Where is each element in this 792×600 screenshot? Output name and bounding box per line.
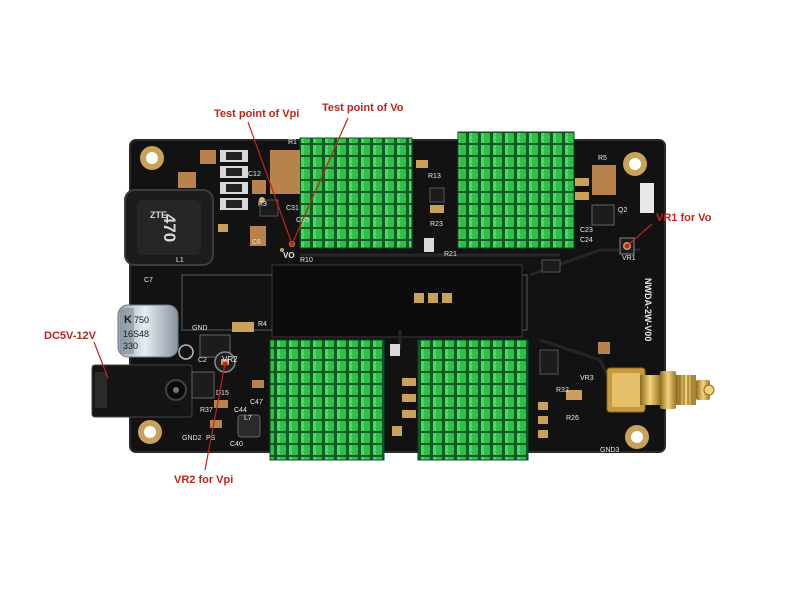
vr2-silk: VR2 <box>222 355 238 364</box>
gnd3-silk: GND3 <box>600 447 620 454</box>
d15-silk: D15 <box>216 390 229 397</box>
r21-silk: R21 <box>444 251 457 258</box>
capacitor-value: 750 <box>134 315 149 325</box>
c40-silk: C40 <box>230 441 243 448</box>
c2-silk: C2 <box>198 357 207 364</box>
r23-silk: R23 <box>430 221 443 228</box>
vr3-silk: VR3 <box>580 375 594 382</box>
inductor-brand: ZTE <box>150 210 167 220</box>
mounting-holes <box>138 146 649 449</box>
r37-silk: R37 <box>200 407 213 414</box>
label-test-point-vpi: Test point of Vpi <box>214 108 300 120</box>
c7-silk: C7 <box>144 277 153 284</box>
r1-silk: R1 <box>288 139 297 146</box>
dc-power-jack <box>91 364 193 418</box>
label-vr1-for-vo: VR1 for Vo <box>656 212 712 224</box>
r10-silk: R10 <box>300 257 313 264</box>
center-pads <box>414 293 452 303</box>
inductor-code: 470 <box>160 214 179 242</box>
c23-silk: C23 <box>580 227 593 234</box>
c44-silk: C44 <box>234 407 247 414</box>
label-test-point-vo: Test point of Vo <box>322 102 404 114</box>
label-dc-input: DC5V-12V <box>44 330 96 342</box>
sma-connector <box>606 367 715 413</box>
heatsink-bottom-left <box>269 339 385 461</box>
capacitor-lot: 16S48 <box>123 329 149 339</box>
gnd-silk: GND <box>192 325 208 332</box>
l1-silk: L1 <box>176 257 184 264</box>
l7-silk: L7 <box>244 415 252 422</box>
capacitor-brand: K <box>124 314 132 326</box>
r4-silk: R4 <box>258 321 267 328</box>
label-vr2-for-vpi: VR2 for Vpi <box>174 474 234 486</box>
q2-silk: Q2 <box>618 207 627 214</box>
r3-silk: R3 <box>258 201 267 208</box>
heatsink-top-right <box>457 131 575 249</box>
heatsink-bottom-right <box>417 339 529 461</box>
r32-silk: R32 <box>556 387 569 394</box>
c24-silk: C24 <box>580 237 593 244</box>
board-name: NWDA-2W-V00 <box>643 278 653 341</box>
electrolytic-capacitor: K 750 16S48 330 <box>117 304 179 358</box>
annotation-leaders <box>93 117 653 471</box>
capacitor-code: 330 <box>123 341 138 351</box>
r5-silk: R5 <box>598 155 607 162</box>
gnd2-silk: GND2 <box>182 435 202 442</box>
power-inductor: 470 ZTE <box>124 189 214 266</box>
c12-silk: C12 <box>248 171 261 178</box>
smd-components-left <box>178 150 300 247</box>
vo-silk: VO <box>283 251 295 260</box>
vr1-silk: VR1 <box>622 255 636 262</box>
silk-marker-box <box>640 183 654 213</box>
r26-silk: R26 <box>566 415 579 422</box>
c6-silk: C6 <box>252 239 261 246</box>
c31-silk: C31 <box>286 205 299 212</box>
r13-silk: R13 <box>428 173 441 180</box>
c47-silk: C47 <box>250 399 263 406</box>
heatsink-top-left <box>299 137 413 249</box>
